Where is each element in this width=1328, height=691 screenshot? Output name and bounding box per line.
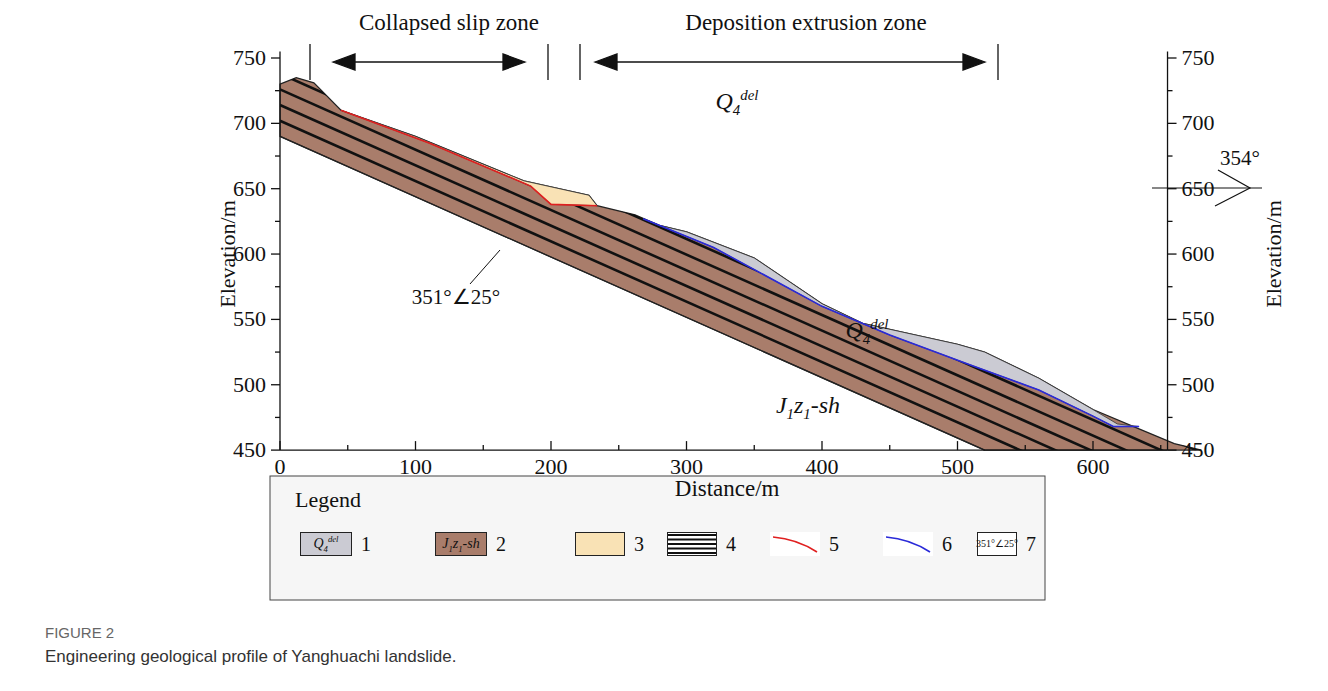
geology-label: 351°∠25°	[976, 539, 1018, 549]
tick-label: 750	[1182, 47, 1215, 69]
legend-number: 3	[634, 534, 644, 554]
legend-number: 2	[496, 534, 506, 554]
legend-swatch	[575, 532, 625, 556]
bedding-line	[280, 74, 1229, 496]
zone-name: Deposition extrusion zone	[685, 11, 926, 34]
figure-caption: Engineering geological profile of Yanghu…	[45, 648, 456, 665]
geology-label: Q4del	[716, 89, 759, 113]
bedding-line	[280, 42, 1229, 464]
collapse-deposit	[341, 110, 597, 205]
figure-number: FIGURE 2	[45, 625, 114, 640]
legend-swatch	[883, 532, 933, 556]
bedding-line	[280, 105, 1229, 527]
accumulation-deposit	[643, 219, 1139, 427]
tick-label: 700	[233, 112, 266, 134]
tick-label: 200	[535, 456, 568, 478]
tick-label: 750	[233, 47, 266, 69]
zone-name: Collapsed slip zone	[359, 11, 539, 34]
tick-label: 500	[941, 456, 974, 478]
axis-title: Distance/m	[675, 477, 780, 500]
axis-title: Elevation/m	[217, 200, 239, 308]
legend-number: 1	[361, 534, 371, 554]
tick-label: 450	[1182, 439, 1215, 461]
bedding-line	[280, 58, 1229, 480]
leader-line	[470, 250, 500, 284]
legend-swatch	[667, 532, 717, 556]
tick-label: 650	[1182, 178, 1215, 200]
axes	[271, 51, 1177, 450]
tick-label: 700	[1182, 112, 1215, 134]
orientation-symbol	[1152, 170, 1262, 206]
legend-number: 6	[942, 534, 952, 554]
tick-label: 600	[1182, 243, 1215, 265]
legend-box	[270, 476, 1045, 600]
tick-label: 400	[806, 456, 839, 478]
tick-label: 0	[275, 456, 286, 478]
geology-label: Q4del	[313, 537, 338, 551]
tick-label: 500	[1182, 374, 1215, 396]
legend-title: Legend	[295, 489, 361, 511]
geology-label: J1z1-sh	[442, 537, 479, 551]
tick-label: 100	[399, 456, 432, 478]
tick-label: 550	[1182, 308, 1215, 330]
tick-label: 300	[670, 456, 703, 478]
geology-label: Q4del	[846, 318, 889, 342]
sliding-surface	[643, 219, 1139, 427]
tick-label: 500	[233, 374, 266, 396]
bedding-line	[280, 89, 1229, 511]
zone-bracket	[310, 44, 998, 80]
geology-label: 351°∠25°	[412, 287, 500, 308]
geology-label: J1z1-sh	[776, 393, 840, 417]
tick-label: 650	[233, 178, 266, 200]
legend-number: 7	[1026, 534, 1036, 554]
slip-surface	[341, 110, 597, 205]
tick-label: 600	[1077, 456, 1110, 478]
tick-label: 550	[233, 308, 266, 330]
axis-title: Elevation/m	[1263, 200, 1285, 308]
legend-number: 4	[726, 534, 736, 554]
legend-swatch	[770, 532, 820, 556]
tick-label: 450	[233, 439, 266, 461]
geology-label: 354°	[1220, 148, 1260, 169]
legend-number: 5	[829, 534, 839, 554]
